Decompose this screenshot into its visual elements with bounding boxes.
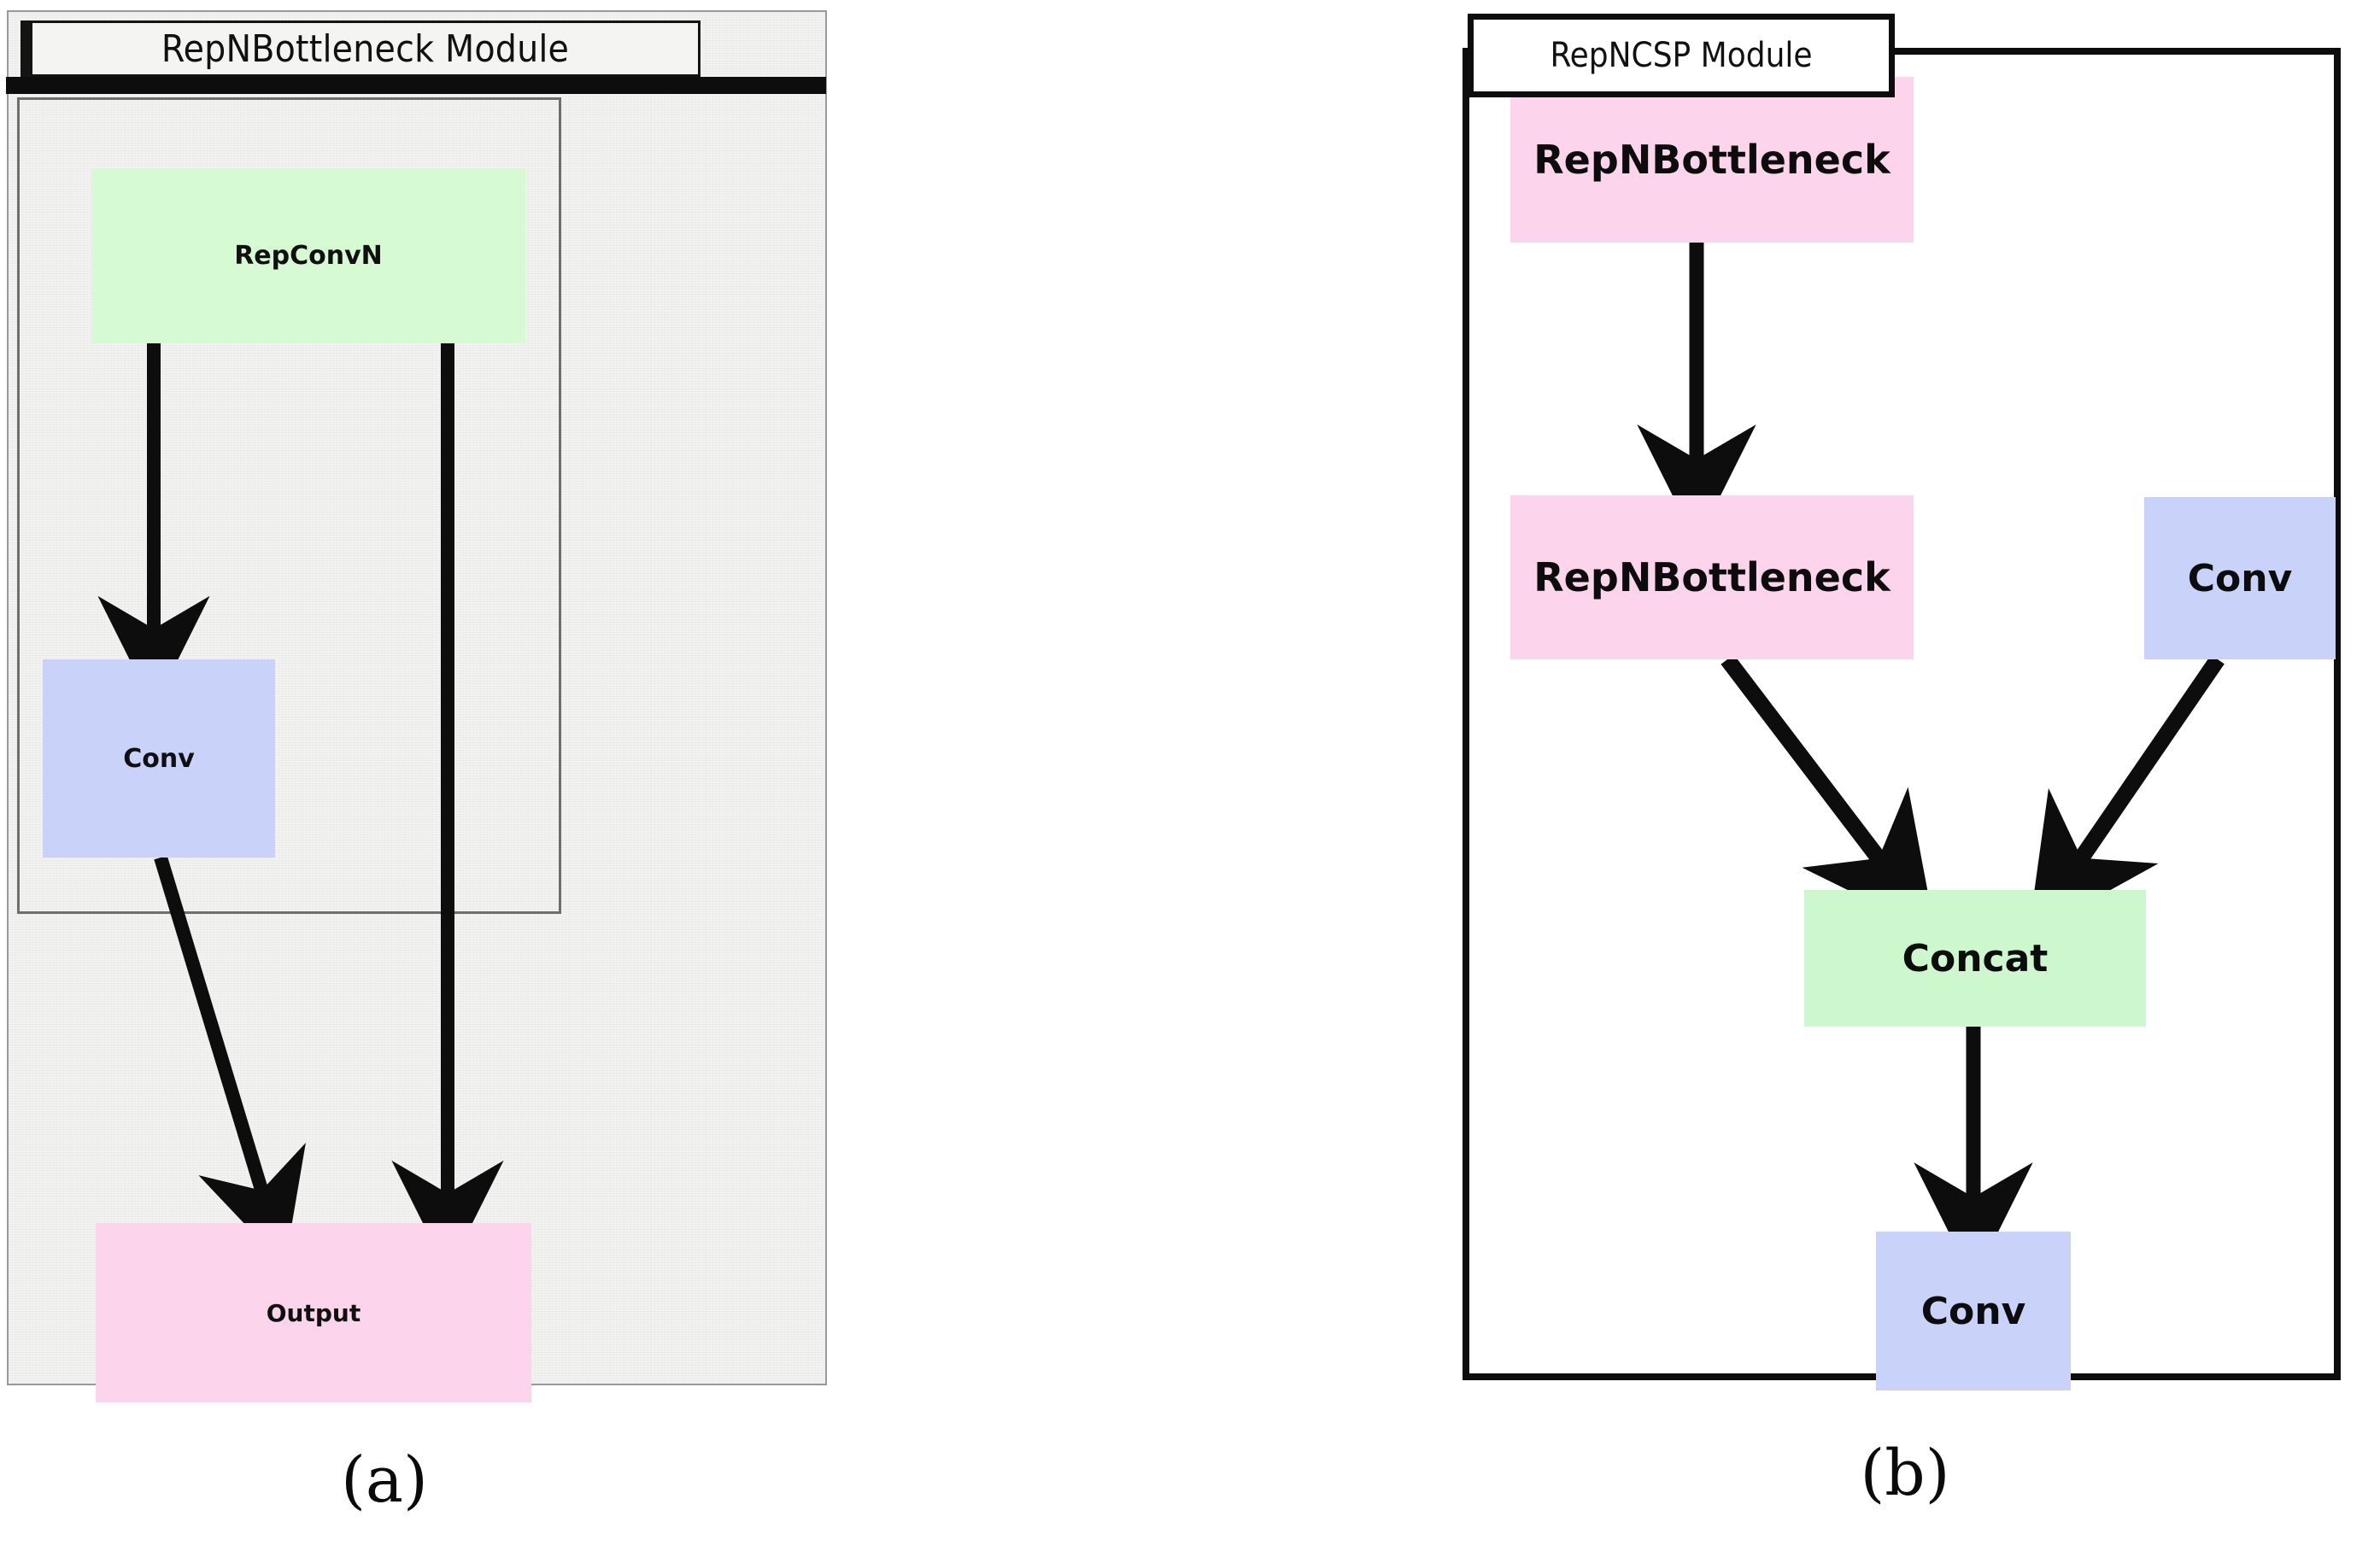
panel-b-title-label: RepNCSP Module bbox=[1550, 36, 1813, 75]
node-concat-label: Concat bbox=[1902, 936, 2049, 981]
node-repconvn-label: RepConvN bbox=[234, 241, 383, 271]
node-conv-bottom-label: Conv bbox=[1920, 1289, 2026, 1333]
node-conv-right-label: Conv bbox=[2187, 556, 2293, 600]
node-conv-a-label: Conv bbox=[123, 743, 195, 774]
node-repconvn[interactable]: RepConvN bbox=[91, 168, 525, 343]
panel-a-title-label: RepNBottleneck Module bbox=[161, 26, 570, 71]
node-conv-right[interactable]: Conv bbox=[2144, 497, 2336, 659]
node-conv-bottom[interactable]: Conv bbox=[1876, 1232, 2071, 1390]
node-conv-a[interactable]: Conv bbox=[43, 659, 275, 858]
panel-b-title-tab: RepNCSP Module bbox=[1468, 14, 1895, 97]
caption-a: (a) bbox=[341, 1443, 428, 1517]
node-output-label: Output bbox=[266, 1298, 361, 1327]
node-repnbottleneck-1-label: RepNBottleneck bbox=[1533, 137, 1891, 183]
node-repnbottleneck-2[interactable]: RepNBottleneck bbox=[1510, 495, 1914, 659]
node-repnbottleneck-2-label: RepNBottleneck bbox=[1533, 554, 1891, 600]
panel-repncsp-module bbox=[1463, 48, 2341, 1380]
node-output[interactable]: Output bbox=[96, 1223, 531, 1402]
panel-a-title-tab: RepNBottleneck Module bbox=[21, 20, 701, 77]
panel-a-inner-group-box bbox=[17, 97, 561, 914]
node-repnbottleneck-1[interactable]: RepNBottleneck bbox=[1510, 77, 1914, 243]
caption-b: (b) bbox=[1860, 1437, 1950, 1510]
node-concat[interactable]: Concat bbox=[1804, 890, 2146, 1027]
panel-a-title-underbar bbox=[6, 77, 826, 94]
panel-repnbottleneck-module: RepConvN Conv Output RepNBottleneck Modu… bbox=[6, 10, 827, 1402]
